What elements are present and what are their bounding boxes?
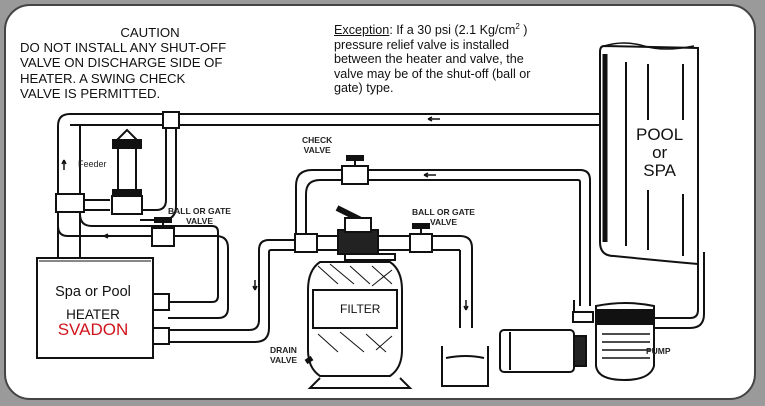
feeder-loop-pipe <box>55 111 180 298</box>
multiport-valve <box>335 205 396 261</box>
exception-line: gate) type. <box>334 81 394 96</box>
caution-line: DO NOT INSTALL ANY SHUT-OFF <box>20 40 227 56</box>
feeder-label: Feeder <box>78 159 107 169</box>
pool-container <box>599 42 699 266</box>
heater-inlet-pipe <box>169 239 295 343</box>
flow-arrow-icon <box>427 116 440 122</box>
pool-label: POOL or SPA <box>636 125 684 180</box>
heater-unit <box>36 257 170 359</box>
ball-valve-right-label: BALL OR GATE VALVE <box>412 207 475 227</box>
flow-arrow-icon <box>61 159 67 170</box>
ball-valve-left-label: BALL OR GATE VALVE <box>168 206 231 226</box>
exception-line: between the heater and valve, the <box>334 52 524 67</box>
caution-line: VALVE IS PERMITTED. <box>20 85 161 101</box>
caution-note: CAUTION DO NOT INSTALL ANY SHUT-OFF VALV… <box>20 25 280 101</box>
drain-valve-label: DRAIN VALVE <box>270 345 298 365</box>
exception-label: Exception <box>334 23 390 38</box>
flow-arrow-icon <box>252 280 258 291</box>
flow-arrow-icon <box>103 233 114 239</box>
filter-tank <box>304 261 413 389</box>
exception-line: pressure relief valve is installed <box>334 37 509 52</box>
feeder-device <box>111 128 143 215</box>
top-return-pipe <box>70 113 606 126</box>
check-valve-label: CHECK VALVE <box>302 135 333 155</box>
flow-arrow-icon <box>463 300 469 311</box>
waste-bucket <box>441 346 489 387</box>
pump-assembly <box>499 252 705 382</box>
drain-valve-icon <box>304 355 314 365</box>
caution-line: VALVE ON DISCHARGE SIDE OF <box>20 55 223 71</box>
flow-arrow-icon <box>423 172 436 178</box>
exception-note: Exception: If a 30 psi (2.1 Kg/cm2 ) pre… <box>334 22 531 96</box>
brand-label: SVADON <box>57 320 129 340</box>
caution-title: CAUTION <box>120 25 180 40</box>
pump-label: PUMP <box>646 346 671 356</box>
exception-line: valve may be of the shut-off (ball or <box>334 66 531 81</box>
heater-label: Spa or Pool HEATER SVADON <box>36 284 150 340</box>
heater-outlet-pipe <box>57 212 229 319</box>
filter-manifold <box>294 223 473 328</box>
filter-label: FILTER <box>340 302 381 316</box>
caution-line: HEATER. A SWING CHECK <box>20 70 186 86</box>
check-valve-pipe <box>295 155 591 306</box>
